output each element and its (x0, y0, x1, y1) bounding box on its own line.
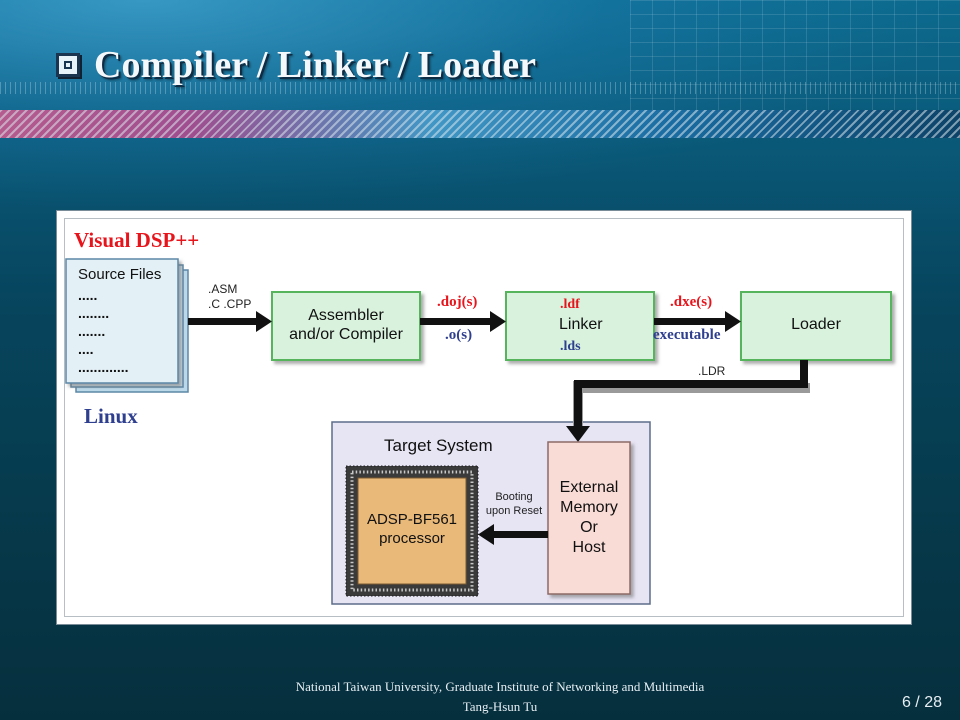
o-files-label: .o(s) (445, 327, 473, 343)
external-memory-line: Or (580, 519, 598, 536)
arrow-linker-to-loader (654, 318, 727, 325)
title-row: Compiler / Linker / Loader (56, 40, 536, 90)
arrow-head-linker-to-loader (725, 311, 741, 332)
footer-institution: National Taiwan University, Graduate Ins… (295, 679, 705, 694)
lds-label: .lds (560, 339, 581, 354)
source-file-line: .... (78, 341, 94, 357)
page-current: 6 (901, 694, 911, 711)
doj-label: .doj(s) (437, 294, 478, 310)
ldr-label: .LDR (698, 364, 726, 378)
booting-label: Booting upon Reset (480, 490, 548, 518)
source-files-title: Source Files (78, 266, 162, 283)
executable-label: executable (653, 327, 721, 343)
checkbox-bullet-icon (56, 53, 80, 77)
page-total: 28 (924, 694, 942, 711)
linker-box (505, 291, 655, 361)
source-file-line: ........ (78, 305, 110, 321)
arrow-source-to-assembler (188, 318, 258, 325)
external-memory-label: External Memory Or Host (548, 478, 630, 558)
source-ext-asm: .ASM (208, 282, 238, 296)
source-file-line: ....... (78, 323, 106, 339)
page-number: 6 / 28 (902, 694, 942, 712)
loader-box (740, 291, 892, 361)
processor-label-line2: processor (379, 530, 445, 547)
external-memory-line: Memory (560, 499, 618, 516)
booting-arrow-line (492, 531, 548, 538)
ldr-arrow-head (566, 426, 590, 442)
booting-label-line1: Booting (495, 491, 533, 503)
diagram-panel-frame (64, 218, 904, 617)
background-stripe-band (0, 110, 960, 138)
chip-pins-outline (345, 465, 479, 597)
processor-label: ADSP-BF561 processor (358, 510, 466, 548)
background-stripe-lines (0, 82, 960, 94)
slide-title: Compiler / Linker / Loader (94, 44, 536, 86)
external-memory-line: External (559, 479, 619, 496)
source-files-box (65, 258, 179, 384)
external-memory-box (547, 441, 631, 595)
arrow-head-source-to-assembler (256, 311, 272, 332)
background-glow (0, 0, 960, 210)
source-files-lines: ..... ........ ....... .... ............… (78, 286, 129, 376)
source-file-line: ............. (78, 359, 129, 375)
assembler-label-line2: and/or Compiler (289, 326, 403, 343)
visual-dsp-label: Visual DSP++ (74, 228, 200, 252)
assembler-box (271, 291, 421, 361)
ldr-path-vertical-segment (574, 380, 582, 426)
linux-label: Linux (84, 404, 138, 428)
assembler-label-line1: Assembler (308, 307, 384, 324)
ldr-path-down-segment (800, 360, 808, 388)
external-memory-line: Host (572, 539, 606, 556)
footer-author: Tang-Hsun Tu (462, 699, 538, 714)
loader-label: Loader (791, 316, 841, 333)
booting-label-line2: upon Reset (485, 505, 543, 517)
linker-label: Linker (559, 316, 603, 333)
dxe-label: .dxe(s) (670, 294, 713, 310)
background-grid-decoration (630, 0, 960, 120)
source-file-line: ..... (78, 287, 98, 303)
source-ext-c-cpp: .C .CPP (208, 297, 252, 311)
arrows (188, 311, 741, 332)
booting-arrow-head (478, 524, 494, 545)
chip-body (357, 477, 467, 585)
processor-label-line1: ADSP-BF561 (366, 511, 458, 528)
arrow-assembler-to-linker (420, 318, 492, 325)
ldf-label: .ldf (560, 297, 580, 312)
page-separator: / (910, 694, 925, 711)
ldr-path (566, 360, 810, 442)
chip-pins (350, 470, 474, 592)
arrow-head-assembler-to-linker (490, 311, 506, 332)
target-system-title: Target System (384, 436, 493, 455)
processor-chip (345, 465, 479, 597)
ldr-path-horizontal-segment (574, 380, 808, 388)
assembler-label: Assembler and/or Compiler (272, 306, 420, 344)
